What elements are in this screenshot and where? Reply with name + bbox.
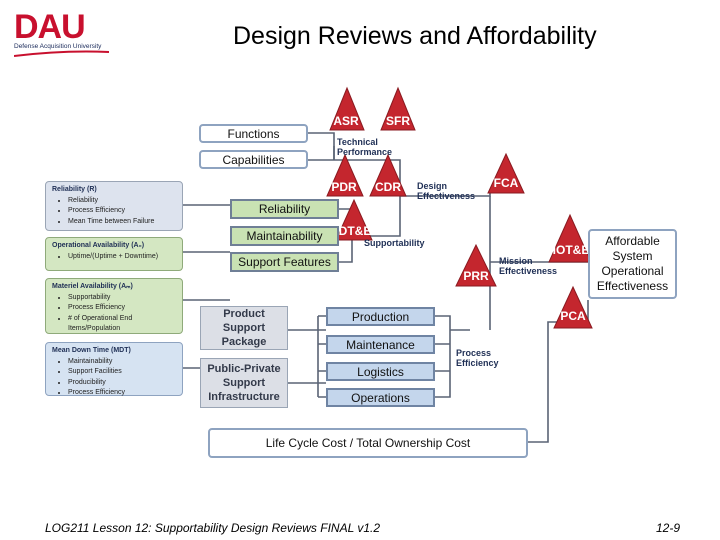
public-private-line1: Public-Private <box>207 363 281 375</box>
technical-performance-line1: Technical <box>337 137 378 147</box>
public-private-line2: Support <box>222 377 266 389</box>
pdr-label: PDR <box>331 180 357 194</box>
product-support-package-line2: Package <box>221 336 267 348</box>
affordable-line2: System <box>612 249 653 263</box>
operational-availability-panel: Operational Availability (A₀) Uptime/(Up… <box>45 237 183 271</box>
sfr-triangle <box>380 86 416 131</box>
mdt-item: Producibility <box>68 378 176 389</box>
product-support-package-box: Product Support Package <box>200 306 288 350</box>
functions-box: Functions <box>199 124 308 143</box>
lcc-tco-box: Life Cycle Cost / Total Ownership Cost <box>208 428 528 458</box>
process-efficiency-annotation: Process Efficiency <box>456 348 499 368</box>
reliability-panel-item: Mean Time between Failure <box>68 217 176 228</box>
process-efficiency-line1: Process <box>456 348 492 358</box>
cdr-triangle <box>369 153 407 197</box>
fca-label: FCA <box>493 176 519 190</box>
reliability-box: Reliability <box>230 199 339 219</box>
materiel-availability-item: Supportability <box>68 293 176 304</box>
dte-triangle <box>335 198 373 241</box>
reliability-panel-heading: Reliability (R) <box>52 186 97 193</box>
cdr-label: CDR <box>375 180 401 194</box>
mdt-heading: Mean Down Time (MDT) <box>52 347 131 354</box>
asr-triangle <box>329 86 365 131</box>
maintenance-box: Maintenance <box>326 335 435 354</box>
affordable-line1: Affordable <box>605 234 660 248</box>
logo-swoosh <box>14 50 109 57</box>
materiel-availability-item: # of Operational End Items/Population <box>68 314 176 335</box>
prr-label: PRR <box>463 269 489 283</box>
reliability-panel-item: Reliability <box>68 196 176 207</box>
affordable-system-box: Affordable System Operational Effectiven… <box>588 229 677 299</box>
mdt-item: Process Efficiency <box>68 388 176 399</box>
mdt-item: Support Facilities <box>68 367 176 378</box>
mission-effectiveness-line1: Mission <box>499 256 533 266</box>
process-efficiency-line2: Efficiency <box>456 358 499 368</box>
affordable-line3: Operational <box>601 264 664 278</box>
support-features-box: Support Features <box>230 252 339 272</box>
product-support-package-line1: Product Support <box>222 308 266 334</box>
technical-performance-line2: Performance <box>337 147 393 157</box>
pca-label: PCA <box>560 309 586 323</box>
dte-label: DT&E <box>338 224 372 238</box>
dau-logo: DAU <box>14 8 86 46</box>
design-effectiveness-line2: Effectiveness <box>417 191 476 201</box>
operational-availability-heading: Operational Availability (A₀) <box>52 242 145 249</box>
materiel-availability-heading: Materiel Availability (Aₘ) <box>52 283 133 290</box>
pdr-triangle <box>326 153 364 197</box>
operational-availability-item: Uptime/(Uptime + Downtime) <box>68 252 176 263</box>
page-title: Design Reviews and Affordability <box>233 22 597 50</box>
operations-box: Operations <box>326 388 435 407</box>
footer-page-number: 12-9 <box>655 521 680 535</box>
logistics-box: Logistics <box>326 362 435 381</box>
asr-label: ASR <box>333 114 359 128</box>
footer-lesson: LOG211 Lesson 12: Supportability Design … <box>45 521 381 535</box>
reliability-panel: Reliability (R) Reliability Process Effi… <box>45 181 183 231</box>
public-private-line3: Infrastructure <box>208 391 280 403</box>
design-effectiveness-annotation: Design Effectiveness <box>417 181 475 201</box>
capabilities-box: Capabilities <box>199 150 308 169</box>
iote-triangle <box>548 213 592 263</box>
pca-triangle <box>553 285 593 329</box>
materiel-availability-item: Process Efficiency <box>68 303 176 314</box>
supportability-annotation: Supportability <box>364 238 425 248</box>
affordable-line4: Effectiveness <box>596 279 669 293</box>
fca-triangle <box>487 152 525 194</box>
materiel-availability-panel: Materiel Availability (Aₘ) Supportabilit… <box>45 278 183 334</box>
sfr-label: SFR <box>386 114 410 128</box>
reliability-panel-item: Process Efficiency <box>68 206 176 217</box>
mission-effectiveness-annotation: Mission Effectiveness <box>499 256 557 276</box>
mdt-panel: Mean Down Time (MDT) Maintainability Sup… <box>45 342 183 396</box>
maintainability-box: Maintainability <box>230 226 339 246</box>
prr-triangle <box>455 243 497 287</box>
mdt-item: Maintainability <box>68 357 176 368</box>
public-private-infrastructure-box: Public-Private Support Infrastructure <box>200 358 288 408</box>
dau-logo-tagline: Defense Acquisition University <box>14 43 102 50</box>
production-box: Production <box>326 307 435 326</box>
iote-label: IOT&E <box>552 243 590 257</box>
design-effectiveness-line1: Design <box>417 181 448 191</box>
technical-performance-annotation: Technical Performance <box>337 137 392 157</box>
mission-effectiveness-line2: Effectiveness <box>499 266 558 276</box>
